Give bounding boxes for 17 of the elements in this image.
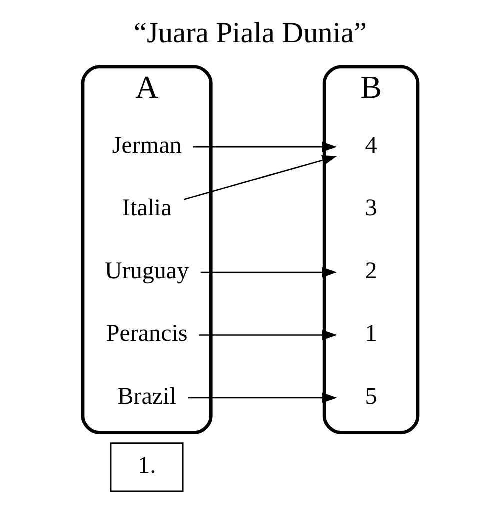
node-text: Jerman [112, 132, 182, 159]
node-text: 5 [365, 384, 378, 410]
arrow [188, 392, 338, 404]
node-text: Uruguay [105, 258, 190, 284]
node-text: Brazil [118, 384, 176, 410]
node-text: Italia [122, 196, 172, 222]
arrow [200, 267, 338, 278]
node-text: 3 [365, 196, 378, 222]
arrow [184, 155, 338, 200]
arrow [199, 330, 338, 340]
node-text: 2 [365, 258, 378, 284]
diagram-title: “Juara Piala Dunia” [134, 17, 368, 50]
node-text: 1 [365, 321, 378, 348]
node-text: 4 [365, 132, 378, 159]
arrow [193, 142, 337, 152]
node-box: 1. [110, 442, 184, 492]
node-text: Perancis [106, 321, 188, 348]
